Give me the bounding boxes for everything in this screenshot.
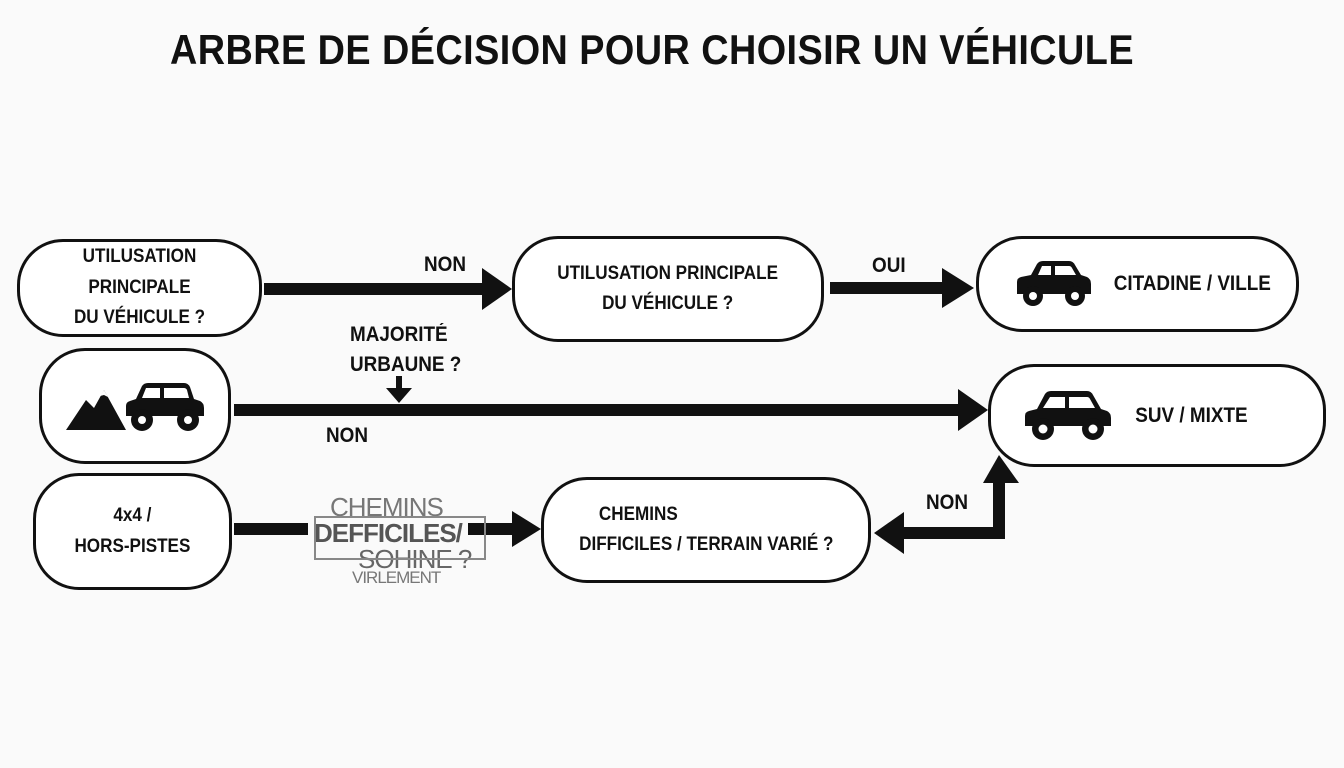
node-text-line: UTILUSATION PRINCIPALE (82, 246, 197, 298)
node-text-line: DIFFICILES / TERRAIN VARIÉ ? (578, 534, 834, 555)
arrow-offroad-suv (234, 389, 988, 431)
arrow-urban-down (386, 376, 412, 403)
garbled-text-line: VIRLEMENT (352, 568, 441, 587)
mountain-suv-icon (66, 383, 204, 431)
node-label: SUV / MIXTE (1135, 403, 1248, 427)
node-result-citadine: CITADINE / VILLE (976, 236, 1299, 332)
node-4x4: 4x4 / HORS-PISTES (33, 473, 232, 590)
node-label: CITADINE / VILLE (1113, 272, 1271, 296)
node-text-line: UTILUSATION PRINCIPALE (557, 262, 779, 284)
edge-label-oui: OUI (872, 254, 906, 277)
garbled-text-line: DEFFICILES/ (314, 518, 463, 548)
node-offroad (39, 348, 231, 464)
edge-label-non-3: NON (926, 491, 969, 514)
edge-label-non-2: NON (326, 424, 369, 447)
node-question-usage-1: UTILUSATION PRINCIPALE DU VÉHICULE ? (17, 239, 262, 337)
arrow-4x4-q3 (234, 511, 541, 547)
edge-label-line: MAJORITÉ (350, 323, 448, 346)
car-icon (1017, 261, 1091, 306)
node-text-line: 4x4 / (113, 505, 152, 527)
arrow-q3-suv (874, 455, 1019, 554)
node-text-line: DU VÉHICULE ? (602, 293, 734, 314)
node-result-suv: SUV / MIXTE (988, 364, 1326, 467)
garbled-text-overlay: CHEMINS DEFFICILES/ SOHINE ? VIRLEMENT (306, 492, 496, 590)
node-text-line: DU VÉHICULE ? (73, 307, 206, 329)
node-question-usage-2: UTILUSATION PRINCIPALE DU VÉHICULE ? (512, 236, 824, 342)
suv-icon (1025, 390, 1111, 440)
arrow-q2-citadine (830, 268, 974, 308)
edge-label-non-1: NON (424, 253, 467, 276)
arrow-q1-q2 (264, 268, 512, 310)
diagram-title: ARBRE DE DÉCISION POUR CHOISIR UN VÉHICU… (170, 26, 1134, 73)
node-question-terrain: CHEMINS DIFFICILES / TERRAIN VARIÉ ? (541, 477, 871, 583)
edge-label-urban-question: MAJORITÉ URBAUNE ? (350, 320, 461, 381)
edge-label-line: URBAUNE ? (350, 353, 462, 377)
node-text-line: CHEMINS (598, 503, 678, 525)
garbled-box (314, 516, 486, 560)
node-text-line: HORS-PISTES (74, 535, 191, 557)
